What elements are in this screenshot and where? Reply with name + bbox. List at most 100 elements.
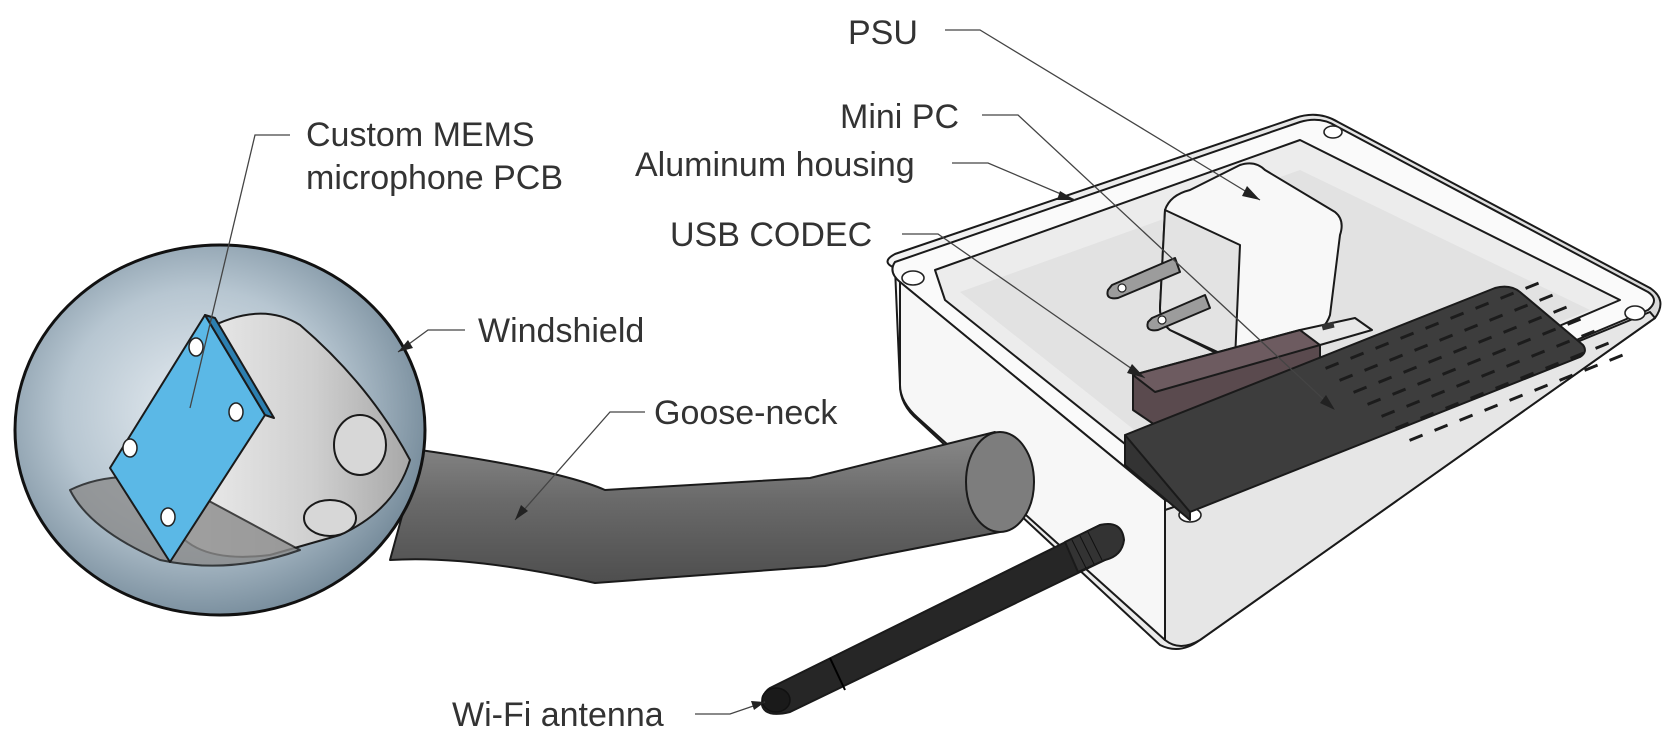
leader-mini-pc [982,114,1336,411]
vent-slot [1534,383,1549,392]
vent-slot [1445,401,1460,410]
vent-slot [1478,335,1493,344]
vent-slot [1506,359,1521,368]
vent-slot [1417,377,1432,386]
vent-slot [1509,393,1524,402]
vent-slot [1434,423,1449,432]
vent-slot [1541,327,1557,336]
vent-slot [1556,339,1571,348]
vent-slot [1539,293,1554,302]
vent-slot [1456,379,1471,388]
codec-usb-plug [1299,317,1373,346]
leader-housing [952,162,1076,201]
label-psu: PSU [848,14,918,52]
label-mems-line1: Custom MEMS [306,116,535,154]
vent-slot [1492,347,1507,356]
screw-hole-3 [1624,305,1646,321]
vent-slot [1553,305,1568,314]
pcb-hole-2 [228,402,244,422]
vent-slot [1392,387,1407,396]
leader-usb-codec [902,233,1146,379]
vent-slot [1378,375,1393,384]
vent-slot [1406,399,1421,408]
gooseneck-end [965,431,1035,533]
vent-slot [1570,351,1585,360]
vent-slot [1388,353,1404,362]
antenna-base [1064,523,1125,573]
vent-slot [1464,323,1479,332]
leader-psu [945,29,1261,201]
mount-hole-2 [303,499,357,537]
leader-lines [189,29,1336,715]
minipc-vent-grid [1325,281,1624,442]
vent-slot [1459,413,1474,422]
vent-slot [1409,433,1424,442]
label-mini-pc: Mini PC [840,98,959,136]
vent-slot [1375,341,1390,350]
leader-gooseneck [514,411,645,521]
vent-slot [1414,343,1429,352]
vent-slot [1442,367,1457,376]
vent-slot [1352,385,1368,394]
vent-slot [1528,315,1543,324]
vent-slot [1567,317,1582,326]
vent-slot [1364,363,1379,372]
vent-slot [1428,355,1443,364]
vent-slot [1495,381,1510,390]
vent-slot [1559,373,1574,382]
vent-slot [1467,357,1482,366]
vent-slot [1584,363,1599,372]
label-usb-codec: USB CODEC [670,216,872,254]
vent-slot [1453,345,1468,354]
pcb-hole-1 [188,337,204,357]
vent-slot [1503,325,1518,334]
mems-microphone-pcb [109,314,275,563]
screw-hole-1 [901,270,925,286]
vent-slot [1474,301,1490,310]
label-wifi-antenna: Wi-Fi antenna [452,696,664,734]
label-gooseneck: Goose-neck [654,394,838,432]
vent-slot [1525,281,1540,290]
pcb-hole-4 [160,507,176,527]
vent-slot [1531,349,1546,358]
vent-slot [1339,373,1354,382]
vent-slot [1484,403,1499,412]
gooseneck-tube [389,431,1001,584]
vent-slot [1520,371,1535,380]
vent-slot [1481,369,1496,378]
vent-slot [1608,353,1624,362]
vent-slot [1325,361,1340,370]
vent-slot [1489,313,1504,322]
vent-slot [1581,329,1596,338]
vent-slot [1350,351,1365,360]
mini-pc [1124,281,1624,521]
vent-slot [1403,365,1418,374]
label-aluminum-housing: Aluminum housing [635,146,915,184]
labels: PSU Mini PC Aluminum housing USB CODEC C… [306,14,959,734]
wifi-antenna [761,523,1125,715]
vent-slot [1439,333,1454,342]
vent-slot [1514,303,1529,312]
leader-mems [189,134,290,409]
label-mems-line2: microphone PCB [306,159,563,197]
vent-slot [1431,389,1446,398]
antenna-tip [761,687,791,713]
vent-slot [1500,291,1515,300]
vent-slot [1400,331,1415,340]
label-windshield: Windshield [478,312,644,350]
vent-slot [1470,391,1485,400]
minipc-side [1124,434,1191,521]
minipc-top [1124,285,1586,513]
vent-slot [1367,397,1382,406]
vent-slot [1381,409,1396,418]
vent-slot [1420,411,1435,420]
pcb-hole-3 [122,438,138,458]
vent-slot [1517,337,1532,346]
vent-slot [1450,311,1465,320]
screw-hole-2 [1323,125,1343,139]
vent-slot [1545,361,1560,370]
gooseneck [389,431,1035,584]
vent-slot [1395,421,1410,430]
mount-hole-1 [333,414,387,476]
